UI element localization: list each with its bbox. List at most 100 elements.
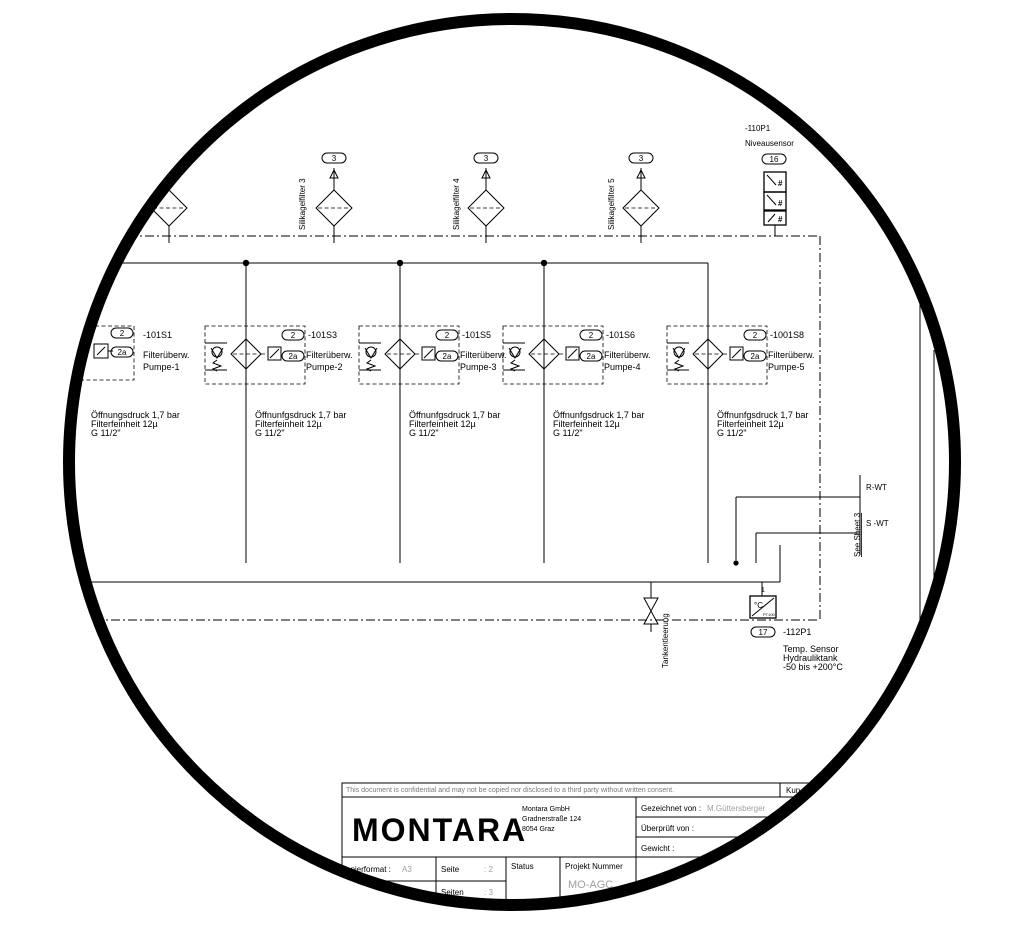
filter-pump: Pumpe-1 bbox=[143, 362, 180, 372]
filter-tag: -101S5 bbox=[462, 330, 491, 340]
ref-bubble bbox=[321, 152, 347, 164]
level-sensor-tag: -110P1 bbox=[745, 124, 771, 133]
filter-spec: Öffnunfgsdruck 1,7 bar bbox=[553, 410, 644, 420]
temp-sub: PT100 bbox=[763, 612, 776, 617]
paper-format-label: apierformat : bbox=[346, 865, 391, 874]
filter-spec: Öffnunfgsdruck 1,7 bar bbox=[255, 410, 346, 420]
ref-number: 2a bbox=[443, 352, 452, 361]
filter-spec: Öffnungsdruck 1,7 bar bbox=[91, 410, 180, 420]
ref-number: 2a bbox=[587, 352, 596, 361]
page-label: Seite bbox=[441, 865, 460, 874]
svg-text:#: # bbox=[778, 215, 783, 224]
drawn-by-label: Gezeichnet von : bbox=[641, 804, 701, 813]
filter-pump: Pumpe-2 bbox=[306, 362, 343, 372]
filter-tag: -101S6 bbox=[606, 330, 635, 340]
filter-spec: G 11/2" bbox=[717, 428, 747, 438]
filter-tag: -101S1 bbox=[143, 330, 172, 340]
pages-label: Seiten bbox=[441, 888, 464, 897]
filter-desc: Filterüberw. bbox=[143, 350, 190, 360]
ref-bubble bbox=[473, 152, 499, 164]
silica-filter-label: Silikagelfilter 4 bbox=[452, 178, 461, 230]
svg-text:#: # bbox=[778, 179, 783, 188]
company-city: 8054 Graz bbox=[522, 826, 555, 833]
filter-spec: Filterfeinheit 12µ bbox=[409, 419, 476, 429]
checked-by-label: Überprüft von : bbox=[641, 824, 694, 833]
filter-spec: G 11/2" bbox=[255, 428, 285, 438]
filter-spec: Filterfeinheit 12µ bbox=[717, 419, 784, 429]
silica-filter-5: 3 Silikagelfilter 5 bbox=[607, 152, 660, 243]
ref-number: 2 bbox=[589, 331, 594, 340]
filter-desc: Filterüberw. bbox=[768, 350, 815, 360]
drawn-by-value: M.Güttersberger bbox=[707, 804, 766, 813]
status-label: Status bbox=[511, 862, 534, 871]
filter-spec: Öffnunfgsdruck 1,7 bar bbox=[409, 410, 500, 420]
filter-spec: G 11/2" bbox=[553, 428, 583, 438]
drain-valve: Tankentleerung bbox=[643, 582, 670, 668]
ref-number: 2 bbox=[445, 331, 450, 340]
ref-number: 2 bbox=[753, 331, 758, 340]
paper-format-value: A3 bbox=[402, 865, 412, 874]
ref-number: 3 bbox=[484, 154, 489, 163]
drain-label: Tankentleerung bbox=[661, 613, 670, 668]
filter-pump: Pumpe-5 bbox=[768, 362, 805, 372]
ref-number: 2a bbox=[751, 352, 760, 361]
filter-pump: Pumpe-4 bbox=[604, 362, 641, 372]
pages-value: : 3 bbox=[484, 888, 493, 897]
customer-label: Kun bbox=[786, 786, 800, 795]
temp-desc: Hydrauliktank bbox=[783, 653, 838, 663]
ref-number: 3 bbox=[639, 154, 644, 163]
filter-spec: Filterfeinheit 12µ bbox=[553, 419, 620, 429]
silica-filter-label: Silikagelfilter 3 bbox=[298, 178, 307, 230]
ref-bubble bbox=[761, 153, 787, 165]
ref-number: 2 bbox=[120, 329, 125, 338]
title-block: This document is confidential and may no… bbox=[341, 782, 950, 900]
filter-pump: Pumpe-3 bbox=[460, 362, 497, 372]
filter-tag: -101S3 bbox=[308, 330, 337, 340]
page-value: : 2 bbox=[484, 865, 493, 874]
sheet-reference: See Sheet 3 bbox=[853, 512, 862, 557]
filter-unit-4: 2 2a -101S6 Filterüberw. Pumpe-4 Öffnunf… bbox=[502, 325, 651, 438]
ref-number: 17 bbox=[759, 628, 768, 637]
confidential-note: This document is confidential and may no… bbox=[346, 787, 674, 794]
silica-filter-3: 3 Silikagelfilter 3 bbox=[298, 152, 353, 243]
heat-exchanger-lines: R-WT S -WT See Sheet 3 bbox=[733, 475, 889, 582]
project-number-value: MO-AGC bbox=[568, 879, 613, 891]
ref-number: 2 bbox=[291, 331, 296, 340]
filter-spec: G 11/2" bbox=[409, 428, 439, 438]
filter-spec: Filterfeinheit 12µ bbox=[91, 419, 158, 429]
level-sensor-label: Niveausensor bbox=[745, 139, 794, 148]
temperature-sensor: 1 °C PT100 17 -112P1 Temp. Sensor Hydrau… bbox=[749, 582, 843, 672]
magnifier-ring bbox=[63, 13, 961, 911]
s-wt-label: S -WT bbox=[866, 519, 889, 528]
filter-tag: -1001S8 bbox=[770, 330, 804, 340]
silica-filter-4: 3 Silikagelfilter 4 bbox=[452, 152, 505, 243]
ref-number: 16 bbox=[770, 155, 779, 164]
filter-unit-5: 2 2a -1001S8 Filterüberw. Pumpe-5 Öffnun… bbox=[666, 325, 815, 438]
ref-number: 2a bbox=[118, 348, 127, 357]
company-logo: MONTARA bbox=[352, 812, 527, 848]
port-number: 1 bbox=[761, 587, 765, 594]
filter-unit-1: 2 2a -101S1 Filterüberw. Pumpe-1 Öffnung… bbox=[81, 325, 190, 438]
r-wt-label: R-WT bbox=[866, 483, 887, 492]
temp-tag: -112P1 bbox=[783, 627, 811, 637]
ref-bubble bbox=[628, 152, 654, 164]
weight-label: Gewicht : bbox=[641, 844, 674, 853]
filter-spec: G 11/2" bbox=[91, 428, 121, 438]
filter-unit-2: 2 2a -101S3 Filterüberw. Pumpe-2 Öffnunf… bbox=[204, 325, 353, 438]
temp-desc: -50 bis +200°C bbox=[783, 662, 843, 672]
filter-unit-3: 2 2a -101S5 Filterüberw. Pumpe-3 Öffnunf… bbox=[358, 325, 507, 438]
filter-spec: Öffnunfgsdruck 1,7 bar bbox=[717, 410, 808, 420]
project-number-label: Projekt Nummer bbox=[565, 862, 623, 871]
ref-number: 2a bbox=[289, 352, 298, 361]
filter-desc: Filterüberw. bbox=[306, 350, 353, 360]
silica-filter-label: Silikagelfilter 5 bbox=[607, 178, 616, 230]
filter-desc: Filterüberw. bbox=[460, 350, 507, 360]
temp-desc: Temp. Sensor bbox=[783, 644, 839, 654]
svg-text:#: # bbox=[778, 199, 783, 208]
company-name: Montara GmbH bbox=[522, 806, 570, 813]
ref-number: 3 bbox=[332, 154, 337, 163]
company-street: Gradnerstraße 124 bbox=[522, 816, 581, 823]
filter-desc: Filterüberw. bbox=[604, 350, 651, 360]
